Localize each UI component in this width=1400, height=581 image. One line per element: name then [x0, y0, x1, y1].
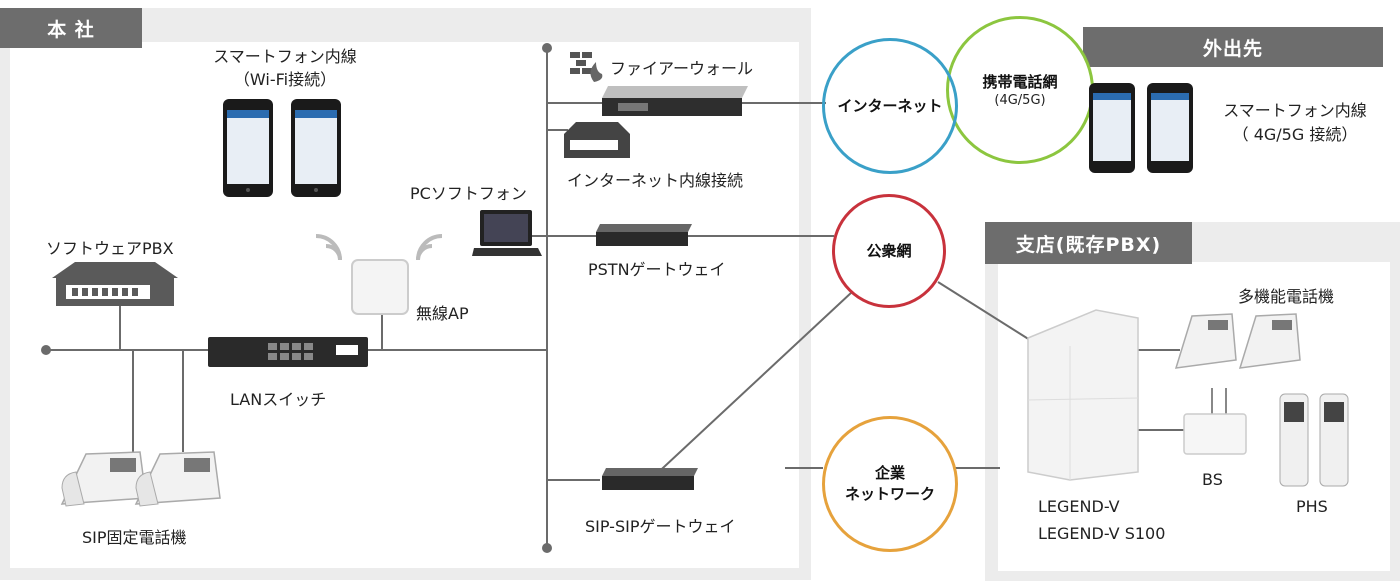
- smartphone-icon: [291, 99, 341, 197]
- mobile-network-title: 携帯電話網: [982, 73, 1058, 91]
- public-network-title: 公衆網: [866, 241, 912, 260]
- ip-phone-icon: [134, 451, 221, 507]
- base-station-icon: [1183, 388, 1247, 455]
- enterprise-network-circle: 企業 ネットワーク: [822, 416, 958, 552]
- lan-switch-icon: [208, 337, 368, 367]
- desk-phone-icon: [1238, 313, 1301, 369]
- wireless-ap-label: 無線AP: [416, 304, 469, 323]
- desk-phone-icon: [1174, 313, 1237, 369]
- pstn-gateway-icon: [596, 224, 692, 246]
- enterprise-network-line1: 企業: [874, 464, 905, 482]
- internet-circle: インターネット: [822, 38, 958, 174]
- lan-switch-label: LANスイッチ: [230, 390, 327, 409]
- pbx-server-icon: [52, 262, 178, 306]
- router-icon: [564, 122, 630, 158]
- sip-gateway-label: SIP-SIPゲートウェイ: [585, 517, 736, 536]
- smartphone-icon: [1089, 83, 1135, 173]
- sip-gateway-icon: [602, 468, 698, 490]
- public-network-circle: 公衆網: [832, 194, 946, 308]
- multi-phone-label: 多機能電話機: [1238, 287, 1335, 306]
- internet-title: インターネット: [837, 96, 943, 115]
- smartphone-4g-label-1: スマートフォン内線: [1223, 101, 1367, 120]
- access-point-icon: [351, 259, 409, 315]
- laptop-icon: [472, 210, 542, 256]
- smartphone-4g-label-2: （ 4G/5G 接続）: [1232, 125, 1358, 144]
- hq-tag: 本 社: [0, 8, 142, 48]
- branch-pbx-label-1: LEGEND-V: [1038, 497, 1120, 516]
- ip-phone-icon: [60, 451, 147, 507]
- firewall-label: ファイアーウォール: [610, 59, 754, 78]
- firewall-appliance-icon: [602, 86, 748, 116]
- wifi-signal-icon: [315, 234, 342, 261]
- smartphone-wifi-label-1: スマートフォン内線: [213, 47, 357, 66]
- firewall-icon: [570, 52, 603, 82]
- pstn-gateway-label: PSTNゲートウェイ: [588, 260, 726, 279]
- enterprise-network-line2: ネットワーク: [844, 485, 935, 503]
- phs-handset-icon: [1319, 393, 1349, 487]
- pbx-cabinet-icon: [1027, 309, 1139, 481]
- smartphone-icon: [1147, 83, 1193, 173]
- pc-softphone-label: PCソフトフォン: [410, 184, 527, 203]
- phs-handset-icon: [1279, 393, 1309, 487]
- branch-tag: 支店(既存PBX): [985, 222, 1192, 264]
- software-pbx-label: ソフトウェアPBX: [46, 239, 174, 258]
- phs-label: PHS: [1296, 497, 1328, 516]
- outside-tag: 外出先: [1083, 27, 1383, 67]
- sip-phone-label: SIP固定電話機: [82, 528, 187, 547]
- internet-extension-label: インターネット内線接続: [567, 171, 744, 190]
- smartphone-icon: [223, 99, 273, 197]
- mobile-network-sub: (4G/5G): [994, 93, 1046, 108]
- branch-pbx-label-2: LEGEND-V S100: [1038, 524, 1166, 543]
- bs-label: BS: [1202, 470, 1223, 489]
- smartphone-wifi-label-2: （Wi-Fi接続）: [233, 70, 337, 89]
- mobile-network-circle: 携帯電話網 (4G/5G): [946, 16, 1094, 164]
- wifi-signal-icon: [416, 234, 443, 261]
